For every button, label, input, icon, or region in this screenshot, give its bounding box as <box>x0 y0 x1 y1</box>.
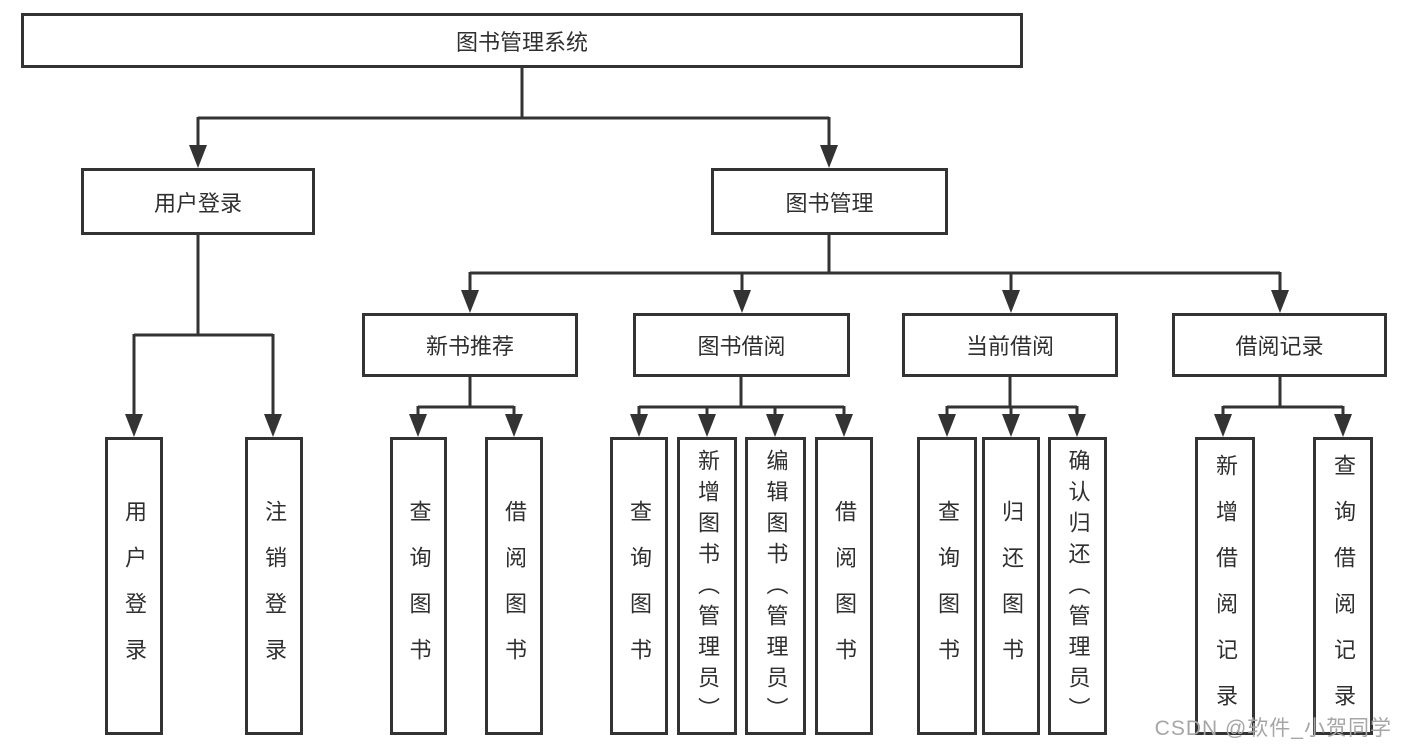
arrowhead <box>630 414 648 437</box>
arrowhead <box>264 414 282 437</box>
arrowhead <box>189 145 207 168</box>
leaf-label: 编辑图书（管理员） <box>763 449 789 728</box>
connector-records-to-leaves <box>1221 377 1345 421</box>
arrowhead <box>733 290 751 313</box>
arrowhead <box>461 290 479 313</box>
leaf-label: 新增借阅记录 <box>1213 454 1238 730</box>
node-label: 借阅记录 <box>1235 334 1324 359</box>
arrowhead <box>1002 414 1020 437</box>
node-label: 图书管理系统 <box>455 29 588 55</box>
leaf-query-borrow-record: 查询借阅记录 <box>1313 437 1373 735</box>
arrowhead <box>1271 290 1289 313</box>
node-book-management: 图书管理 <box>711 168 948 235</box>
node-library-management-system: 图书管理系统 <box>21 13 1023 68</box>
arrowhead <box>1002 290 1020 313</box>
node-label: 新书推荐 <box>425 334 514 359</box>
leaf-add-books-admin: 新增图书（管理员） <box>677 437 737 735</box>
leaf-query-books-current: 查询图书 <box>917 437 977 735</box>
leaf-add-borrow-record: 新增借阅记录 <box>1195 437 1255 735</box>
arrowhead <box>938 414 956 437</box>
node-new-book-recommendation: 新书推荐 <box>362 313 578 377</box>
leaf-label: 归还图书 <box>999 500 1024 684</box>
arrowhead <box>766 414 784 437</box>
leaf-return-books: 归还图书 <box>982 437 1040 735</box>
arrowhead <box>1068 414 1086 437</box>
connector-newbook-to-leaves <box>416 377 516 421</box>
leaf-label: 查询借阅记录 <box>1331 454 1356 730</box>
arrowhead <box>505 414 523 437</box>
arrowhead <box>835 414 853 437</box>
leaf-query-books-borrowing: 查询图书 <box>610 437 668 735</box>
node-borrowing-records: 借阅记录 <box>1172 313 1387 377</box>
leaf-label: 注销登录 <box>262 500 287 684</box>
connector-bookmgmt-to-level3 <box>468 234 1282 297</box>
leaf-label: 新增图书（管理员） <box>695 449 720 728</box>
connector-borrowing-to-leaves <box>637 377 846 421</box>
arrowhead <box>1334 414 1352 437</box>
leaf-borrow-books-recommend: 借阅图书 <box>485 437 543 735</box>
csdn-watermark: CSDN @软件_小贺同学 <box>1154 717 1392 740</box>
node-book-borrowing: 图书借阅 <box>633 313 850 377</box>
leaf-user-login: 用户登录 <box>105 437 163 735</box>
node-current-borrowing: 当前借阅 <box>902 313 1118 377</box>
arrowheads <box>125 145 1352 437</box>
node-label: 图书管理 <box>785 190 874 216</box>
arrowhead <box>1214 414 1232 437</box>
leaf-label: 查询图书 <box>627 500 652 684</box>
connector-userlogin-to-leaves <box>132 235 275 421</box>
leaf-edit-books-admin: 编辑图书（管理员） <box>745 437 806 735</box>
leaf-label: 借阅图书 <box>832 500 857 684</box>
node-label: 当前借阅 <box>965 334 1054 359</box>
leaf-label: 确认归还（管理员） <box>1065 449 1091 728</box>
node-label: 用户登录 <box>153 190 242 216</box>
leaf-logout: 注销登录 <box>245 437 303 735</box>
leaf-label: 借阅图书 <box>502 500 527 684</box>
connector-current-to-leaves <box>945 377 1079 421</box>
connector-root-to-level2 <box>196 68 831 152</box>
leaf-confirm-return-admin: 确认归还（管理员） <box>1048 437 1107 735</box>
arrowhead <box>820 145 838 168</box>
node-user-login: 用户登录 <box>81 168 315 235</box>
arrowhead <box>125 414 143 437</box>
leaf-borrow-books: 借阅图书 <box>815 437 873 735</box>
leaf-label: 查询图书 <box>406 500 432 684</box>
node-label: 图书借阅 <box>697 334 786 359</box>
leaf-label: 查询图书 <box>935 500 960 684</box>
arrowhead <box>409 414 427 437</box>
arrowhead <box>698 414 716 437</box>
leaf-label: 用户登录 <box>122 500 147 684</box>
leaf-query-books-recommend: 查询图书 <box>390 437 447 735</box>
connector-paths <box>132 68 1345 421</box>
